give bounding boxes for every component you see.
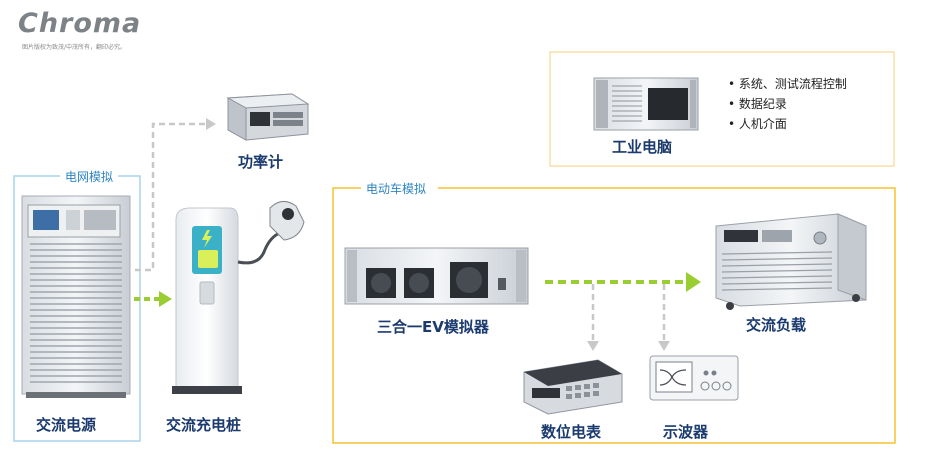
ac-load-illustration [715,213,867,310]
arrow-head-meter [206,118,216,130]
dmm-illustration [523,359,623,415]
charger-label: 交流充电桩 [166,416,242,434]
ipc-bullet-list: • 系统、测试流程控制 • 数据纪录 • 人机介面 [728,74,847,134]
ipc-bullet-text: 系统、测试流程控制 [738,77,847,91]
grid-group-title: 电网模拟 [60,168,119,185]
brand-logo: Chroma [18,8,142,39]
ipc-bullet-text: 数据纪录 [738,97,787,111]
ipc-illustration [593,77,699,131]
ev-group-frame [332,187,896,444]
ipc-bullet: • 人机介面 [728,117,787,131]
ipc-bullet: • 系统、测试流程控制 [728,77,847,91]
power-meter-label: 功率计 [238,153,284,171]
ipc-bullet: • 数据纪录 [728,97,787,111]
ev-group-title: 电动车模拟 [361,180,432,197]
ipc-label: 工业电脑 [612,138,673,156]
dmm-label: 数位电表 [541,423,602,441]
charger-illustration [172,201,305,394]
arrow-to-scope [658,284,670,351]
arrow-source-to-meter [135,122,208,272]
arrow-head-charger [159,291,172,307]
ipc-bullet-text: 人机介面 [738,117,787,131]
ev-unit-illustration [344,247,529,305]
ac-load-label: 交流负载 [746,316,807,334]
ev-unit-label: 三合一EV模拟器 [377,318,489,336]
ac-source-illustration [21,195,131,398]
scope-label: 示波器 [663,423,709,441]
arrow-to-dmm [587,284,599,351]
scope-illustration [649,355,739,401]
copyright-note: 图片版权为致茂/中茂所有，翻印必究。 [22,44,127,51]
grid-group-frame [13,175,141,442]
ac-source-label: 交流电源 [36,416,97,434]
power-meter-illustration [226,93,310,141]
arrow-head-load [686,272,701,292]
